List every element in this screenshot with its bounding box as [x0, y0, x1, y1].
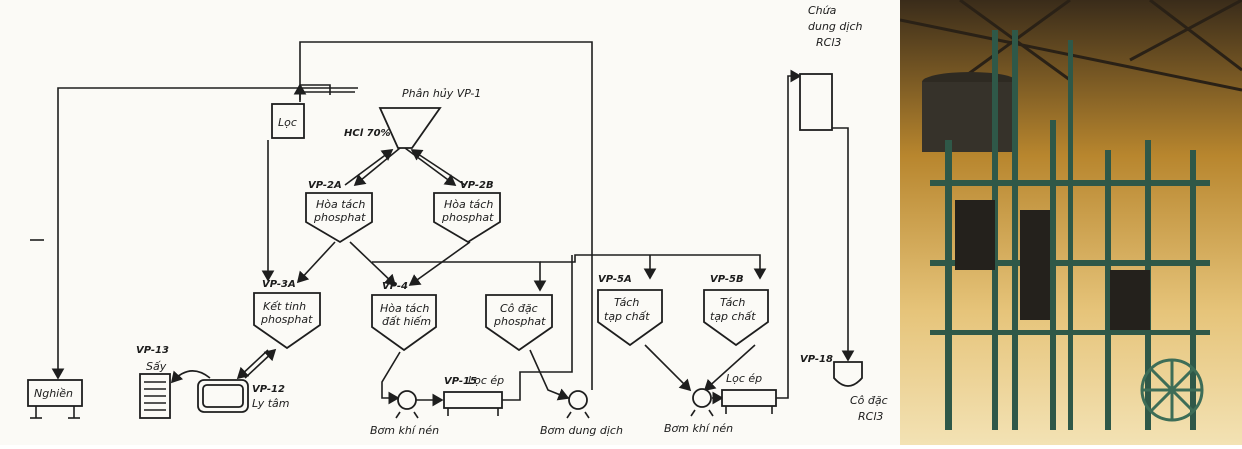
vp5a-line1: Tách — [614, 296, 639, 309]
nghien-label: Nghiền — [34, 387, 73, 400]
tank-vp2a: VP-2A Hòa tách phosphat — [306, 180, 372, 242]
vp4-line1: Hòa tách — [380, 302, 429, 315]
chua-line3: RCl3 — [816, 36, 841, 49]
vp2b-tag: VP-2B — [460, 180, 494, 191]
process-flow-diagram: Phân hủy VP-1 HCl 70% Lọc VP-2A Hòa tách… — [0, 0, 900, 445]
vp5b-tag: VP-5B — [710, 274, 744, 285]
storage-tank-rcl3: Chứa dung dịch RCl3 — [800, 4, 862, 130]
filter-press-vp15: VP-15 Lọc ép — [444, 374, 504, 416]
tank-vp4: VP-4 Hòa tách đất hiếm — [372, 281, 436, 350]
vp2a-line2: phosphat — [313, 211, 366, 224]
tank-vp5a: VP-5A Tách tạp chất — [598, 274, 662, 345]
say-label: Sấy — [146, 360, 167, 373]
locep1-label: Lọc ép — [468, 374, 504, 387]
bomkhinen2-label: Bơm khí nén — [664, 422, 733, 435]
vp2a-line1: Hòa tách — [316, 198, 365, 211]
loc-label: Lọc — [278, 116, 297, 129]
vp5a-tag: VP-5A — [598, 274, 632, 285]
vp5b-line1: Tách — [720, 296, 745, 309]
vp2a-tag: VP-2A — [308, 180, 342, 191]
plant-photo-drawing — [900, 0, 1242, 445]
vp1-label: Phân hủy VP-1 — [402, 87, 481, 100]
vp3a-line2: phosphat — [260, 313, 313, 326]
diagram-canvas: Phân hủy VP-1 HCl 70% Lọc VP-2A Hòa tách… — [0, 0, 900, 445]
vp3a-line1: Kết tinh — [263, 300, 306, 313]
tank-vp2b: VP-2B Hòa tách phosphat — [434, 180, 500, 242]
lytam-label: Ly tâm — [252, 397, 290, 410]
tank-vp18: VP-18 Cô đặc RCl3 — [800, 354, 888, 423]
vp18-line1: Cô đặc — [850, 394, 888, 407]
bomdungdich-label: Bơm dung dịch — [540, 424, 623, 437]
codac-line1: Cô đặc — [500, 302, 538, 315]
vp1-side-label: HCl 70% — [344, 128, 391, 139]
vp5b-line2: tạp chất — [710, 310, 756, 323]
chua-line1: Chứa — [808, 4, 837, 17]
valve-wheel — [1142, 360, 1202, 420]
vp18-line2: RCl3 — [858, 410, 883, 423]
centrifuge-vp12: VP-12 Ly tâm — [198, 380, 290, 412]
filter-loc: Lọc — [272, 104, 304, 138]
tank-vp5b: VP-5B Tách tạp chất — [704, 274, 768, 345]
bomkhinen1-label: Bơm khí nén — [370, 424, 439, 437]
chua-line2: dung dịch — [808, 20, 862, 33]
vp3a-tag: VP-3A — [262, 279, 296, 290]
large-vessel — [922, 72, 1018, 152]
dryer-vp13: VP-13 Sấy — [136, 345, 170, 418]
vp2b-line1: Hòa tách — [444, 198, 493, 211]
vp2b-line2: phosphat — [441, 211, 494, 224]
vp12-tag: VP-12 — [252, 384, 285, 395]
vp18-tag: VP-18 — [800, 354, 833, 365]
vp5a-line2: tạp chất — [604, 310, 650, 323]
vp13-tag: VP-13 — [136, 345, 169, 356]
tank-codac: Cô đặc phosphat — [486, 295, 552, 350]
vp4-tag: VP-4 — [382, 281, 408, 292]
tank-vp3a: VP-3A Kết tinh phosphat — [254, 279, 320, 348]
pump-1: Bơm khí nén — [370, 391, 439, 437]
codac-line2: phosphat — [493, 315, 546, 328]
vp4-line2: đất hiếm — [382, 315, 431, 328]
tank-vp1: Phân hủy VP-1 HCl 70% — [344, 87, 481, 148]
pump-2: Bơm dung dịch — [540, 391, 623, 437]
locep2-label: Lọc ép — [726, 372, 762, 385]
plant-photo — [900, 0, 1242, 445]
filter-press-2: Lọc ép — [722, 372, 776, 414]
crusher-nghien: Nghiền — [28, 380, 82, 418]
